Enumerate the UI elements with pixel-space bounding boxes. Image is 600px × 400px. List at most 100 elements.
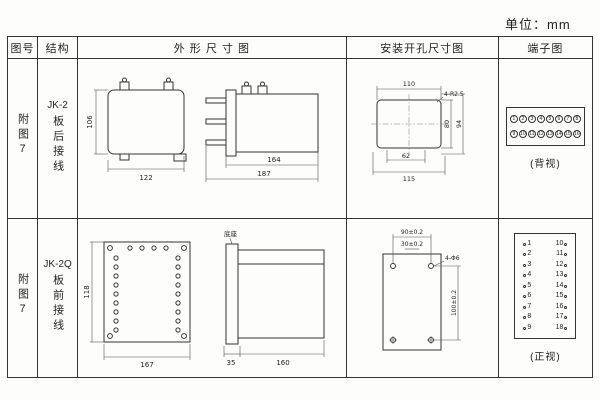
dim-inner-width: 62: [401, 152, 409, 160]
spec-table: 图号 结构 外 形 尺 寸 图 安装开孔尺寸图 端子图 附图7 JK-2 板后接…: [6, 36, 594, 378]
fig-no-cell: 附图7: [6, 58, 39, 219]
terminal-dot-icon: [564, 326, 568, 330]
terminal-caption: (背视): [530, 159, 561, 170]
terminal-left: 1: [523, 239, 531, 250]
terminal-right: 10: [556, 239, 568, 250]
terminal-pair-row: 7 16: [523, 302, 568, 313]
terminal-number-circle: 3: [527, 115, 536, 123]
terminal-dot-icon: [564, 305, 568, 309]
structure-cell: JK-2Q 板前接线: [37, 218, 79, 378]
header-outline: 外 形 尺 寸 图: [77, 36, 347, 59]
dim-front-width: 122: [139, 174, 152, 182]
fig-no-cell: 附图7: [6, 218, 39, 378]
dim-outer-height: 94: [455, 119, 463, 127]
terminal-number-circle: 11: [527, 130, 536, 138]
dim-hole-span-v: 100±0.2: [451, 290, 458, 316]
model-label: JK-2Q: [43, 259, 72, 270]
terminal-dot-icon: [523, 326, 527, 330]
row-jk2: 附图7 JK-2 板后接线: [6, 58, 594, 219]
install-drawing-cell: 90±0.2 30±0.2 4-Φ6 100±0.2: [345, 218, 499, 378]
outline-drawing-jk2: 106 122: [86, 77, 319, 182]
corner-radius-note: 4-R2.5: [444, 91, 464, 98]
fig-no-label: 附图7: [16, 272, 29, 319]
dim-hole-span-h: 90±0.2: [400, 229, 422, 236]
header-fig-no: 图号: [6, 36, 39, 59]
relay-front-view: 106 122: [86, 77, 187, 182]
terminal-left: 5: [523, 281, 531, 292]
header-install: 安装开孔尺寸图: [345, 36, 499, 59]
header-row: 图号 结构 外 形 尺 寸 图 安装开孔尺寸图 端子图: [6, 36, 594, 59]
terminal-dot-icon: [564, 242, 568, 246]
terminal-number-circle: 13: [545, 130, 554, 138]
dim-hole-span-h2: 30±0.2: [400, 241, 422, 248]
terminal-number-circle: 9: [509, 130, 518, 138]
terminal-dot-icon: [564, 284, 568, 288]
terminal-number-circle: 1: [509, 115, 518, 123]
terminal-dot-icon: [523, 263, 527, 267]
terminal-number-circle: 14: [554, 130, 563, 138]
terminal-right: 15: [556, 291, 568, 302]
terminal-number-circle: 15: [563, 130, 572, 138]
terminal-number-circle: 8: [572, 115, 581, 123]
terminal-right: 13: [556, 270, 568, 281]
fig-no-label: 附图7: [16, 113, 29, 159]
dim-plate-depth: 35: [227, 359, 236, 367]
base-note: 底座: [224, 229, 238, 238]
terminal-dot-icon: [523, 284, 527, 288]
wiring-label: 板后接线: [51, 114, 64, 175]
outline-drawing-cell: 118 167 底座: [77, 218, 347, 378]
relay-side-view: 164 187: [205, 81, 319, 182]
terminal-dot-icon: [523, 305, 527, 309]
terminal-number-circle: 7: [563, 115, 572, 123]
dim-front-height: 118: [83, 285, 91, 298]
relay-front-view: 118 167: [83, 241, 191, 369]
terminal-left: 2: [523, 249, 531, 260]
terminal-dot-icon: [523, 316, 527, 319]
terminal-left: 4: [523, 270, 531, 281]
dim-inner-height: 80: [443, 119, 451, 127]
terminal-dot-icon: [523, 295, 527, 298]
terminal-number-circle: 6: [554, 115, 563, 123]
relay-side-view: 底座 35 160: [223, 229, 325, 367]
terminal-left: 3: [523, 260, 531, 271]
terminal-caption: (正视): [530, 352, 561, 364]
terminal-left: 7: [523, 302, 531, 313]
install-drawing-jk2: 110 4-R2.5 80 94 62: [370, 80, 465, 183]
terminal-number-circle: 16: [572, 130, 581, 138]
outline-drawing-jk2q: 118 167 底座: [83, 229, 325, 369]
terminal-right: 14: [556, 281, 568, 292]
terminal-dot-icon: [564, 274, 568, 277]
header-structure: 结构: [37, 36, 79, 59]
terminal-number-circle: 12: [536, 130, 545, 138]
dim-side-body: 164: [267, 156, 281, 164]
terminal-right: 12: [556, 260, 568, 271]
terminal-number-circle: 10: [518, 130, 527, 138]
dim-cutout-width: 110: [402, 80, 414, 88]
unit-label: 单位：mm: [505, 17, 571, 32]
terminal-dot-icon: [564, 263, 568, 267]
install-drawing-cell: 110 4-R2.5 80 94 62: [345, 58, 499, 219]
terminal-right: 11: [556, 249, 568, 260]
panel-hole-view: 90±0.2 30±0.2 4-Φ6 100±0.2: [382, 229, 461, 351]
terminal-number-circle: 2: [518, 115, 527, 123]
terminal-pair-row: 4 13: [523, 270, 568, 281]
terminal-pair-row: 1 10: [523, 239, 568, 250]
terminal-right: 16: [556, 302, 568, 313]
terminal-dot-icon: [564, 253, 568, 256]
structure-cell: JK-2 板后接线: [37, 58, 79, 219]
terminal-right: 18: [556, 323, 568, 334]
outline-drawing-cell: 106 122: [77, 58, 347, 219]
hole-diameter-note: 4-Φ6: [445, 255, 460, 262]
dim-side-body: 160: [276, 359, 289, 367]
terminal-dot-icon: [564, 295, 568, 298]
terminal-pair-row: 2 11: [523, 249, 568, 260]
terminal-number-circle: 5: [545, 115, 554, 123]
